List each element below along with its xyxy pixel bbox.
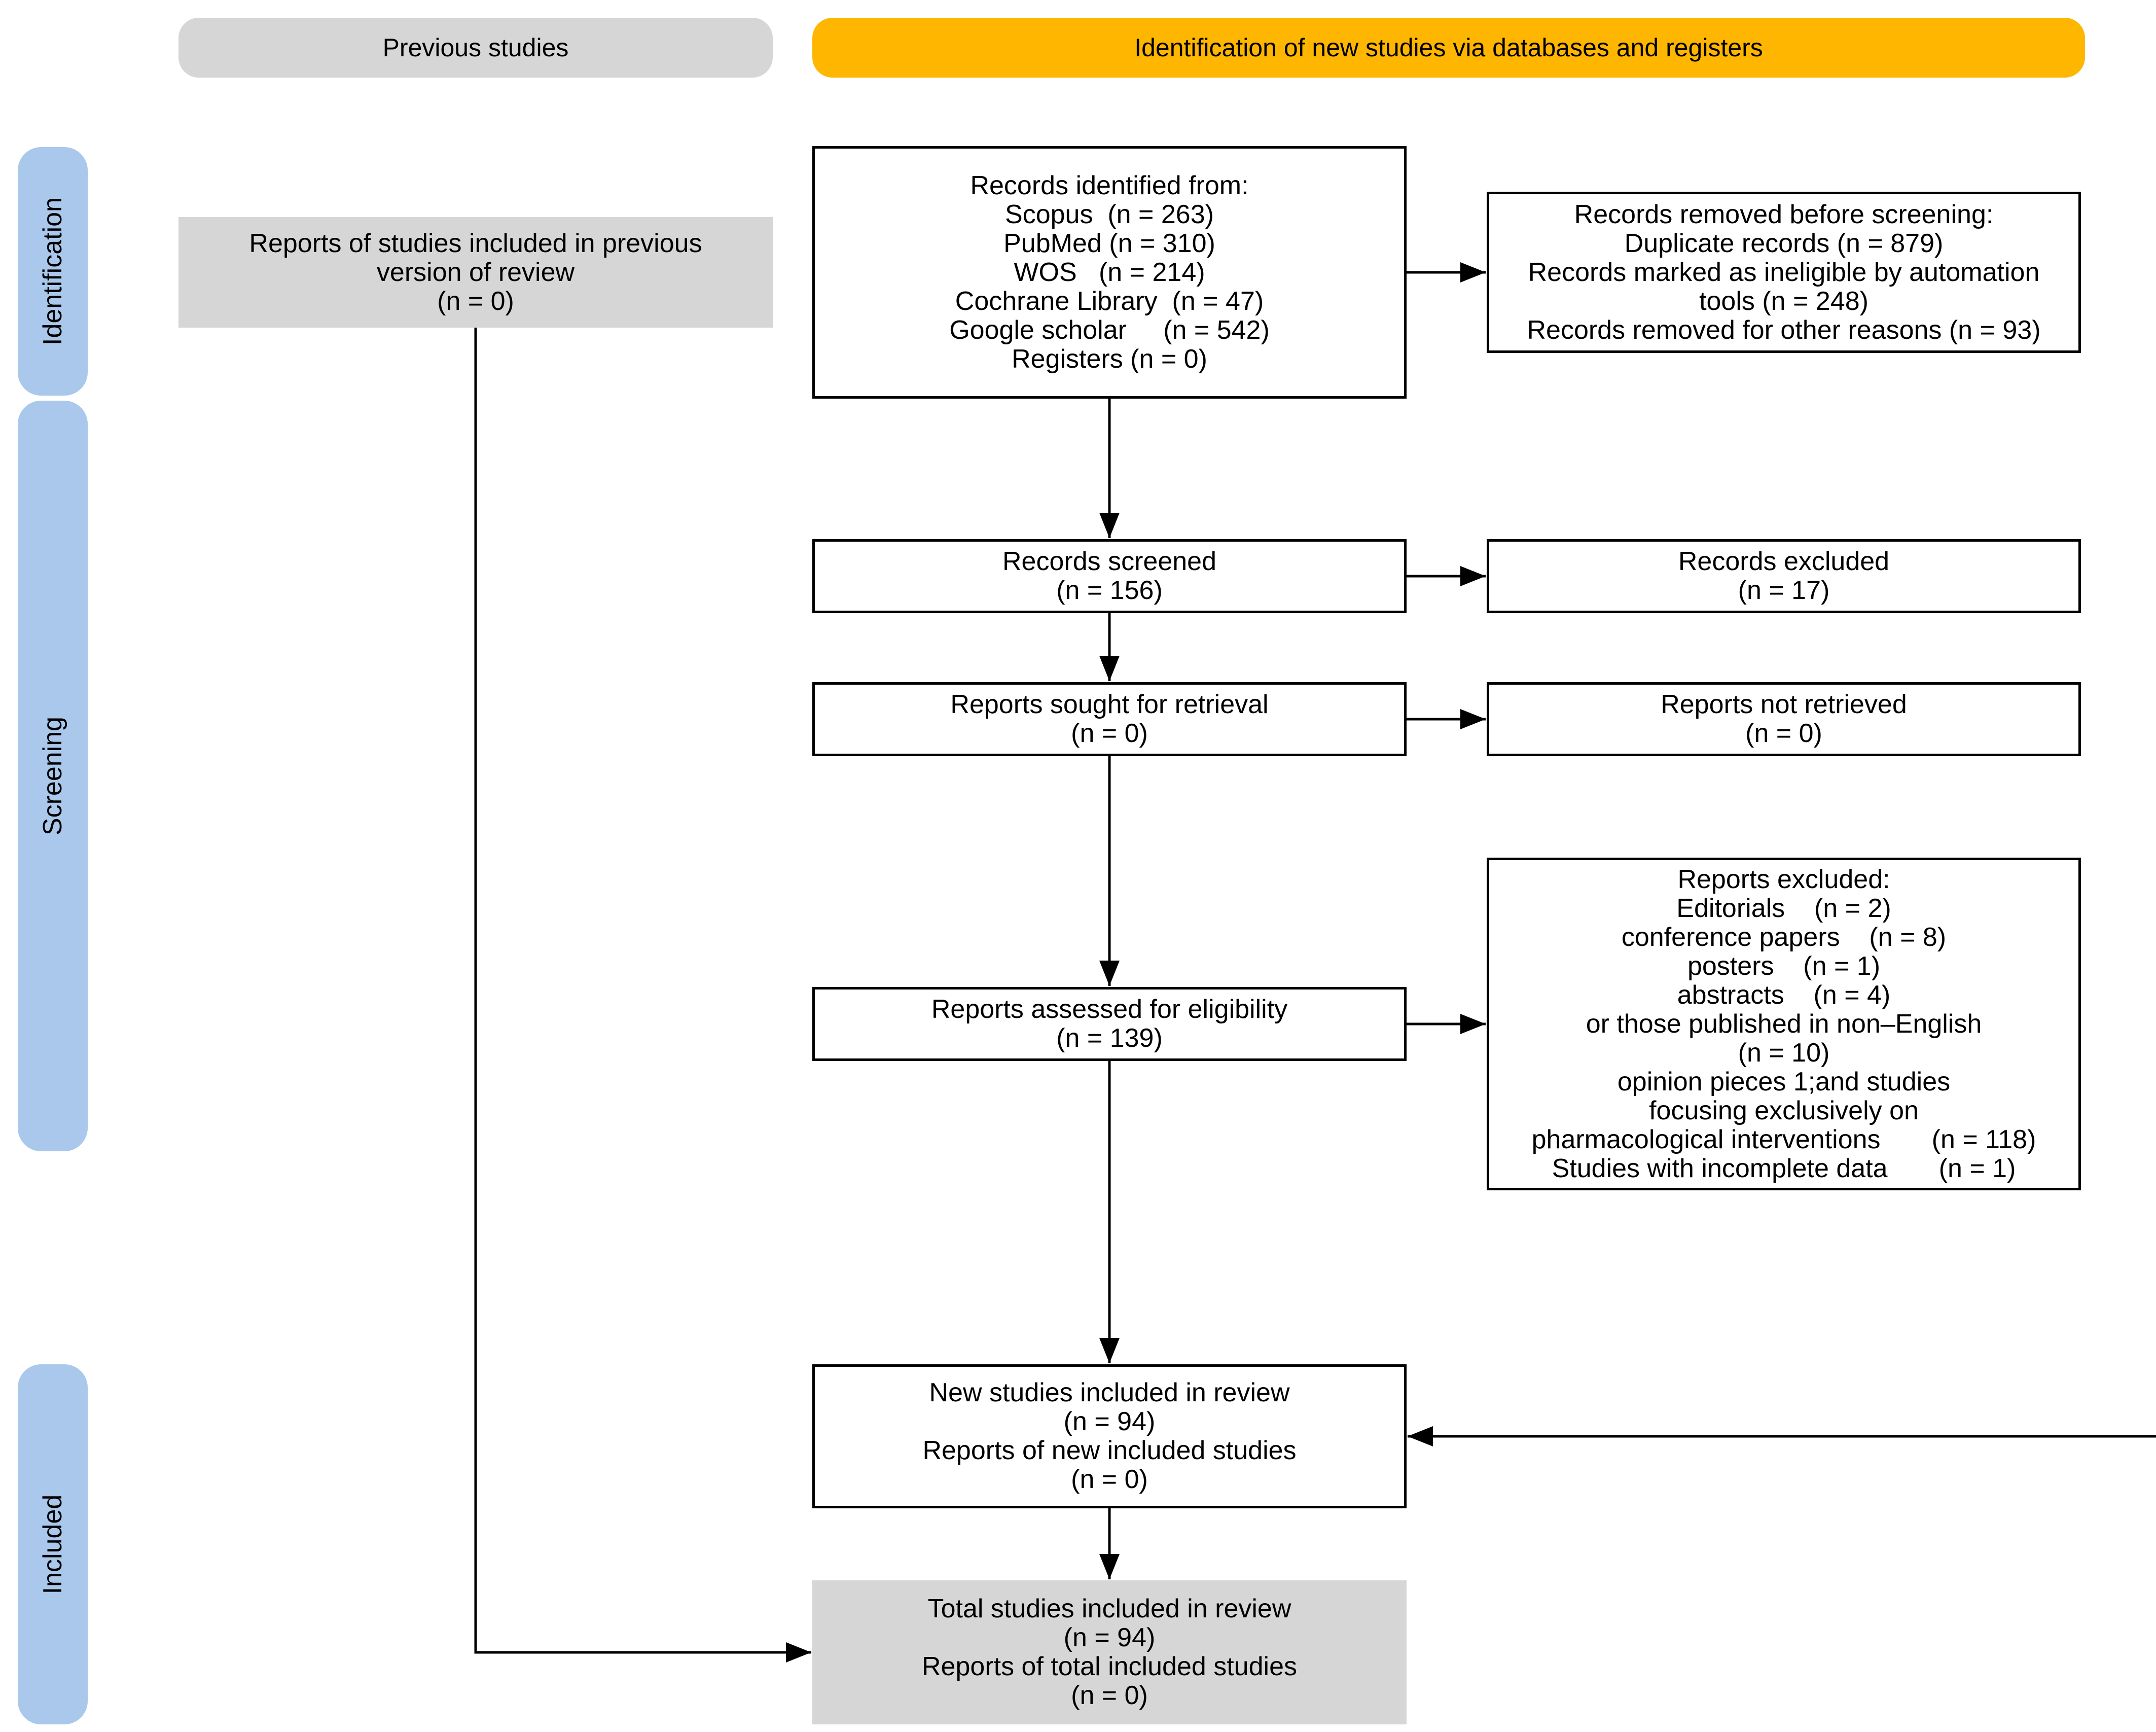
box-line: (n = 17)	[1738, 576, 1830, 605]
box-line: pharmacological interventions (n = 118)	[1531, 1124, 2036, 1154]
box-line: Scopus (n = 263)	[1005, 199, 1214, 229]
box-line: Records removed for other reasons (n = 9…	[1527, 315, 2041, 345]
arrow-previous-to-total	[474, 328, 811, 1663]
box-line: Cochrane Library (n = 47)	[955, 286, 1264, 316]
reports-sought-box: Reports sought for retrieval (n = 0)	[812, 682, 1407, 756]
box-line: Records screened	[1002, 547, 1216, 576]
box-line: Registers (n = 0)	[1012, 344, 1207, 374]
box-line: Records marked as ineligible by automati…	[1528, 257, 2040, 287]
box-line: New studies included in review	[929, 1378, 1290, 1407]
records-screened-box: Records screened (n = 156)	[812, 539, 1407, 613]
box-line: Reports not retrieved	[1661, 690, 1907, 719]
box-line: or those published in non–English	[1586, 1009, 1982, 1039]
box-line: Reports assessed for eligibility	[931, 995, 1288, 1024]
box-line: (n = 94)	[1063, 1623, 1156, 1652]
records-identified-box: Records identified from: Scopus (n = 263…	[812, 146, 1407, 399]
stage-screening: Screening	[18, 401, 88, 1151]
previous-reports-box: Reports of studies included in previous …	[178, 217, 773, 328]
box-line: (n = 0)	[1071, 1681, 1148, 1710]
box-line: Reports sought for retrieval	[950, 690, 1269, 719]
box-line: posters (n = 1)	[1687, 951, 1881, 981]
box-line: (n = 94)	[1063, 1407, 1156, 1436]
box-line: opinion pieces 1;and studies	[1617, 1067, 1951, 1097]
previous-studies-header: Previous studies	[178, 18, 773, 78]
reports-assessed-box: Reports assessed for eligibility (n = 13…	[812, 987, 1407, 1061]
box-line: Studies with incomplete data (n = 1)	[1552, 1153, 2016, 1183]
box-line: Reports excluded:	[1677, 864, 1890, 894]
records-removed-box: Records removed before screening: Duplic…	[1487, 192, 2081, 353]
box-line: focusing exclusively on	[1649, 1095, 1919, 1125]
box-line: Records excluded	[1678, 547, 1890, 576]
box-line: tools (n = 248)	[1699, 286, 1868, 316]
stage-included: Included	[18, 1364, 88, 1724]
box-line: Editorials (n = 2)	[1676, 893, 1891, 923]
box-line: (n = 0)	[437, 286, 514, 316]
box-line: (n = 0)	[1071, 1465, 1148, 1494]
box-line: Duplicate records (n = 879)	[1624, 228, 1944, 258]
box-line: Reports of studies included in previous	[249, 228, 702, 258]
box-line: Google scholar (n = 542)	[949, 315, 1270, 345]
box-line: Reports of total included studies	[922, 1652, 1297, 1681]
new-studies-header: Identification of new studies via databa…	[812, 18, 2085, 78]
box-line: (n = 10)	[1738, 1038, 1830, 1068]
box-line: (n = 0)	[1071, 719, 1148, 748]
box-line: (n = 139)	[1056, 1023, 1163, 1053]
previous-studies-header-label: Previous studies	[382, 33, 569, 62]
new-studies-header-label: Identification of new studies via databa…	[1134, 33, 1763, 62]
records-excluded-box: Records excluded (n = 17)	[1487, 539, 2081, 613]
box-line: conference papers (n = 8)	[1621, 922, 1947, 952]
box-line: Records identified from:	[970, 170, 1249, 200]
new-included-box: New studies included in review (n = 94) …	[812, 1364, 1407, 1508]
box-line: abstracts (n = 4)	[1677, 980, 1891, 1010]
box-line: Total studies included in review	[927, 1594, 1291, 1623]
box-line: (n = 156)	[1056, 576, 1163, 605]
stage-identification: Identification	[18, 147, 88, 396]
box-line: Reports of new included studies	[922, 1436, 1297, 1465]
total-included-box: Total studies included in review (n = 94…	[812, 1580, 1407, 1724]
box-line: (n = 0)	[1745, 719, 1822, 748]
box-line: WOS (n = 214)	[1014, 257, 1205, 287]
reports-not-retrieved-box: Reports not retrieved (n = 0)	[1487, 682, 2081, 756]
box-line: PubMed (n = 310)	[1003, 228, 1215, 258]
reports-excluded-box: Reports excluded: Editorials (n = 2) con…	[1487, 858, 2081, 1190]
box-line: version of review	[376, 257, 575, 287]
box-line: Records removed before screening:	[1574, 199, 1994, 229]
